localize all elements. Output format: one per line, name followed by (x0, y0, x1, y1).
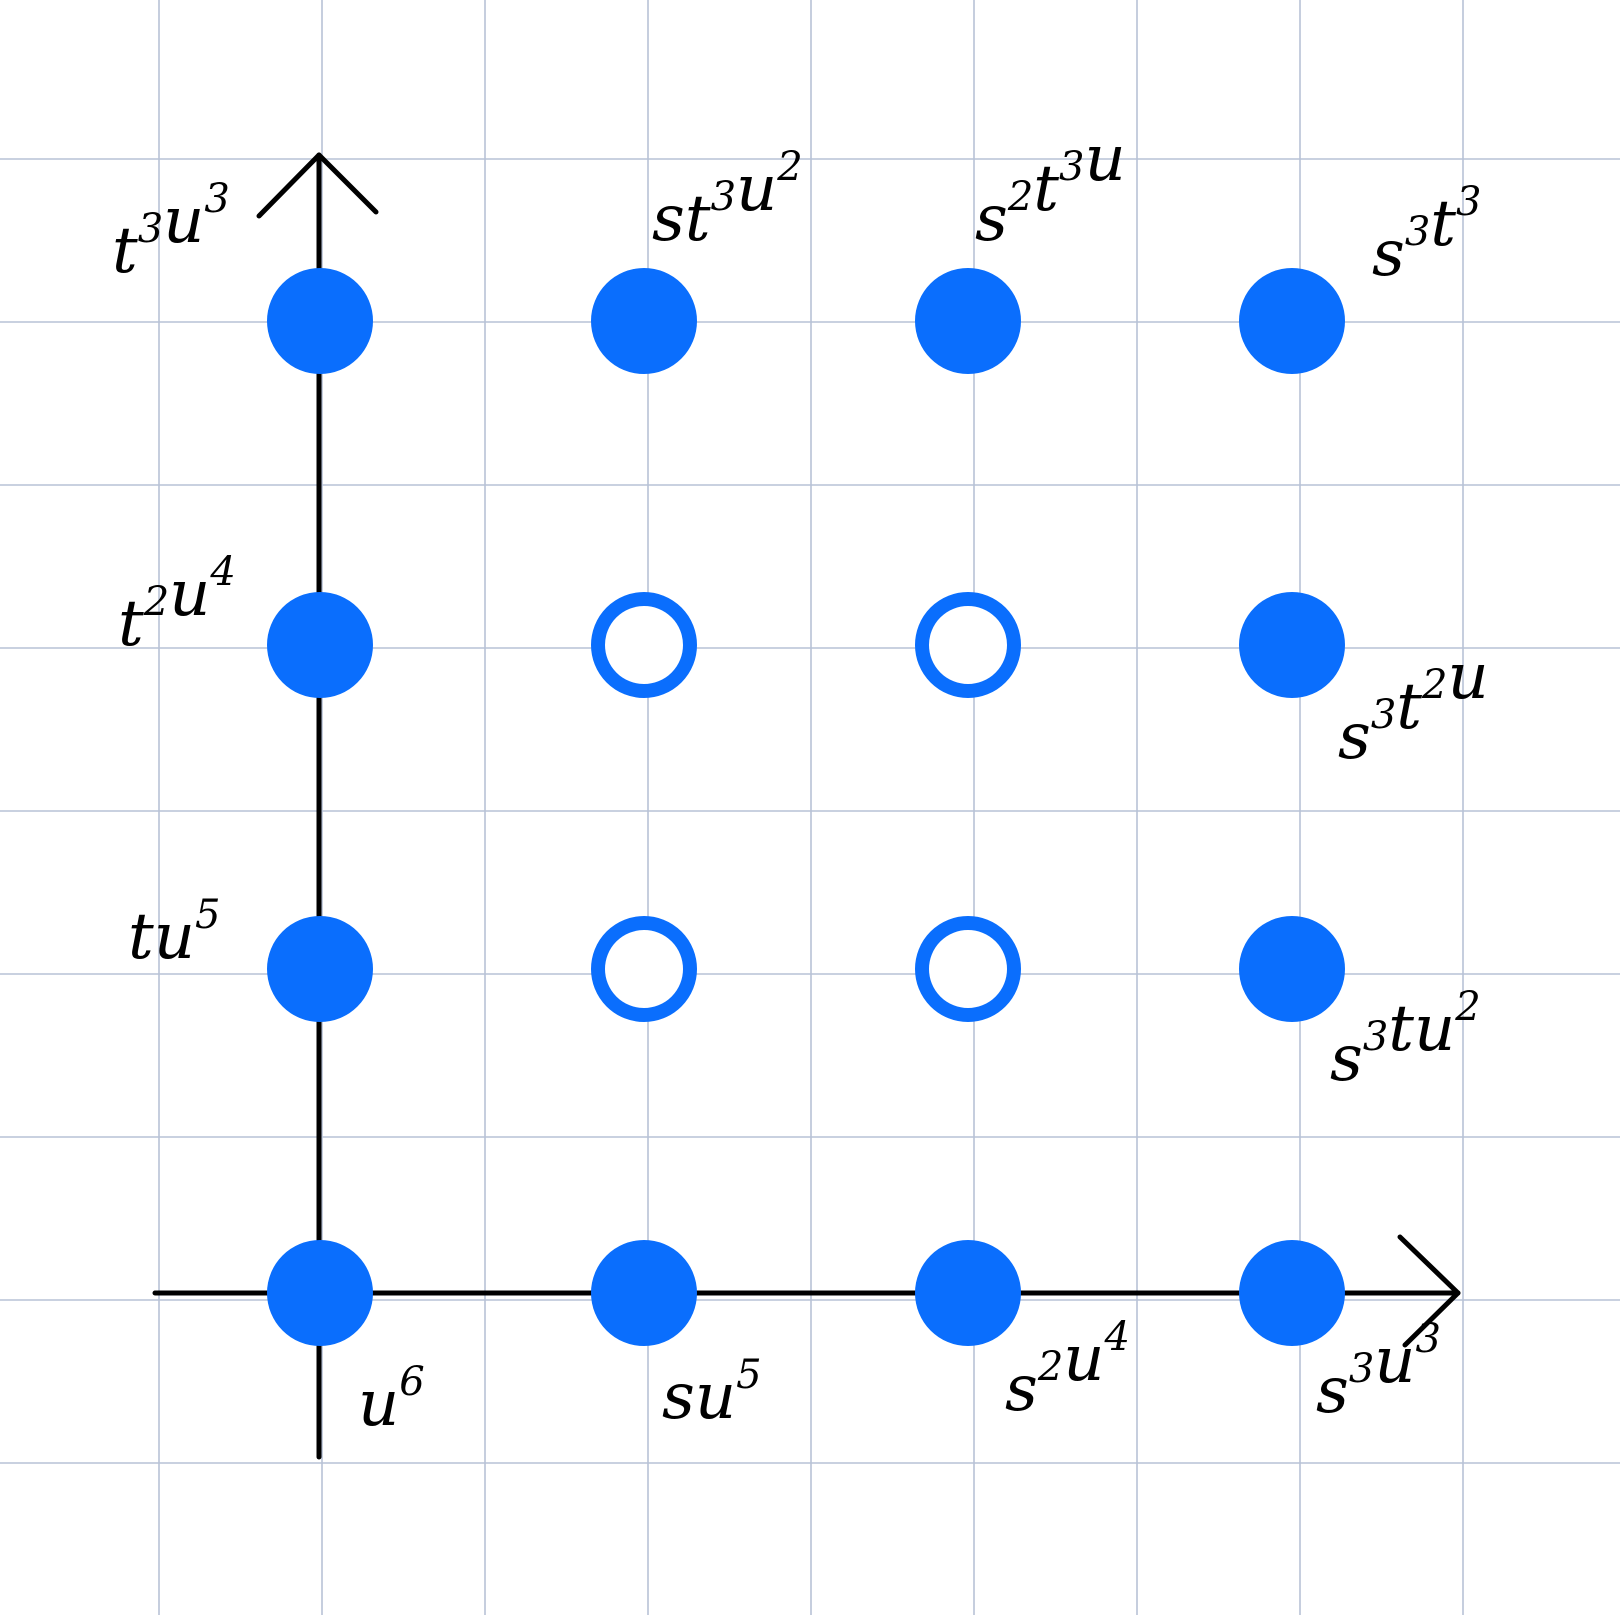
lattice-point-open (591, 916, 697, 1022)
monomial-base: s (1330, 1022, 1363, 1096)
lattice-point-filled (915, 268, 1021, 374)
monomial-label: s3t3 (1372, 179, 1481, 291)
monomial-exponent: 3 (1416, 1316, 1441, 1362)
monomial-exponent: 4 (209, 549, 235, 595)
lattice-point-open (915, 916, 1021, 1022)
monomial-base: su (662, 1360, 736, 1434)
lattice-points (267, 268, 1345, 1346)
lattice-point-open (915, 592, 1021, 698)
monomial-exponent: 2 (143, 579, 169, 625)
monomial-base: s (1316, 1354, 1349, 1428)
monomial-exponent: 3 (711, 174, 736, 220)
monomial-exponent: 3 (138, 206, 163, 252)
monomial-exponent: 3 (1059, 144, 1084, 190)
horizontal-axis-arrowhead (1397, 1234, 1461, 1348)
monomial-exponent: 2 (1454, 984, 1480, 1030)
monomial-base: s (1338, 700, 1371, 774)
monomial-exponent: 3 (1349, 1346, 1374, 1392)
monomial-exponent: 3 (1456, 179, 1481, 225)
monomial-base: s (1372, 217, 1405, 291)
monomial-label: su5 (662, 1352, 762, 1434)
monomial-label: t2u4 (118, 549, 236, 661)
monomial-label: st3u2 (652, 144, 803, 256)
monomial-label: t3u3 (112, 176, 230, 288)
monomial-label: s3tu2 (1330, 984, 1481, 1096)
monomial-exponent: 2 (1007, 174, 1033, 220)
monomial-base: t (112, 214, 138, 288)
monomial-exponent: 3 (1371, 692, 1396, 738)
monomial-base: s (1005, 1352, 1038, 1426)
monomial-exponent: 2 (1421, 662, 1447, 708)
monomial-exponent: 2 (1037, 1344, 1063, 1390)
monomial-base: t (1396, 670, 1422, 744)
monomial-exponent: 5 (736, 1352, 761, 1398)
lattice-point-open (591, 592, 697, 698)
monomial-base: tu (128, 900, 195, 974)
monomial-base: u (1447, 640, 1488, 714)
vertical-axis-arrowhead (256, 152, 379, 219)
monomial-exponent: 6 (399, 1359, 424, 1405)
lattice-point-filled (591, 268, 697, 374)
lattice-point-filled (591, 1240, 697, 1346)
lattice-point-filled (1239, 1240, 1345, 1346)
monomial-base: t (1430, 187, 1456, 261)
monomial-exponent: 3 (1405, 209, 1430, 255)
lattice-point-filled (1239, 268, 1345, 374)
monomial-label: s3t2u (1338, 640, 1489, 774)
lattice-point-filled (1239, 916, 1345, 1022)
monomial-exponent: 4 (1104, 1314, 1130, 1360)
monomial-exponent: 2 (776, 144, 802, 190)
monomial-exponent: 3 (1363, 1014, 1388, 1060)
monomial-label: s2t3u (975, 122, 1126, 256)
monomial-base: tu (1388, 992, 1455, 1066)
monomial-base: t (1033, 152, 1059, 226)
monomial-exponent: 3 (204, 176, 229, 222)
monomial-base: u (163, 184, 204, 258)
monomial-base: u (736, 152, 777, 226)
monomial-base: s (975, 182, 1008, 256)
monomial-label: s2u4 (1005, 1314, 1130, 1426)
lattice-point-filled (267, 592, 373, 698)
monomial-exponent: 5 (195, 892, 220, 938)
monomial-label: u6 (358, 1359, 425, 1441)
lattice-point-filled (915, 1240, 1021, 1346)
monomial-base: u (1084, 122, 1125, 196)
monomial-base: u (1374, 1324, 1415, 1398)
monomial-label: s3u3 (1316, 1316, 1441, 1428)
lattice-point-filled (1239, 592, 1345, 698)
lattice-point-filled (267, 916, 373, 1022)
monomial-base: t (118, 587, 144, 661)
monomial-base: u (169, 557, 210, 631)
lattice-point-filled (267, 268, 373, 374)
monomial-base: u (1063, 1322, 1104, 1396)
monomial-label: tu5 (128, 892, 220, 974)
monomial-base: u (358, 1367, 399, 1441)
monomial-base: st (652, 182, 711, 256)
lattice-point-filled (267, 1240, 373, 1346)
